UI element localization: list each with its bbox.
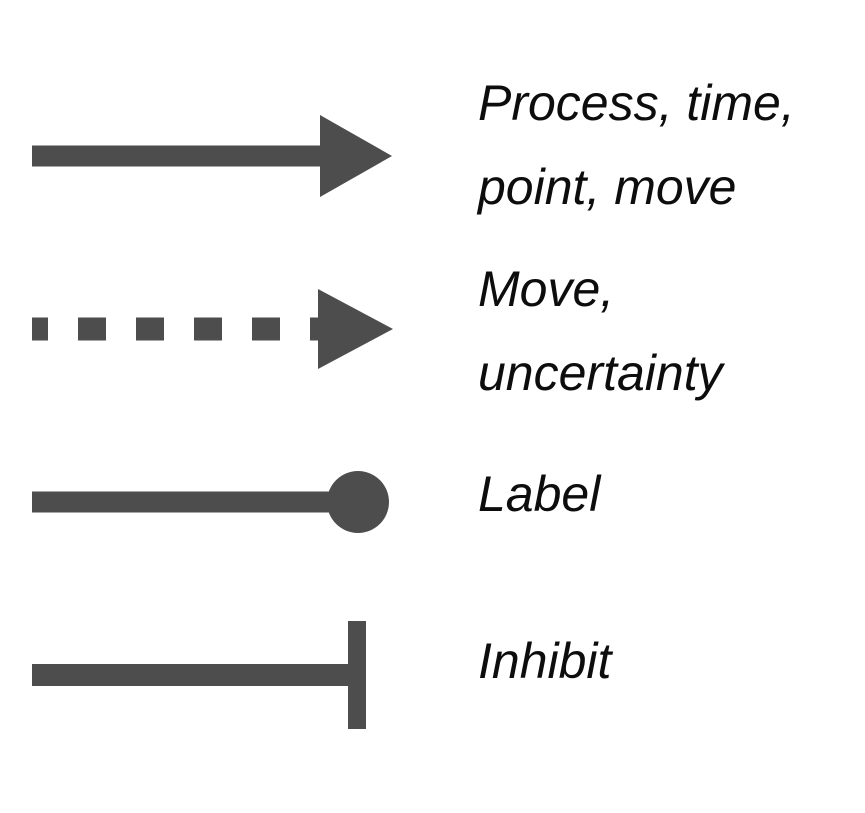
legend-label-move-uncertainty: Move, uncertainty: [478, 261, 723, 401]
t-bar-icon: [30, 620, 395, 730]
legend-label-process-time-point-move: Process, time, point, move: [478, 75, 795, 215]
legend-label-label: Label: [478, 466, 601, 522]
dashed-arrow-icon: [30, 284, 395, 374]
solid-arrow-icon: [30, 111, 395, 201]
legend-label-inhibit: Inhibit: [478, 633, 612, 689]
circle-terminal-icon: [30, 457, 395, 547]
